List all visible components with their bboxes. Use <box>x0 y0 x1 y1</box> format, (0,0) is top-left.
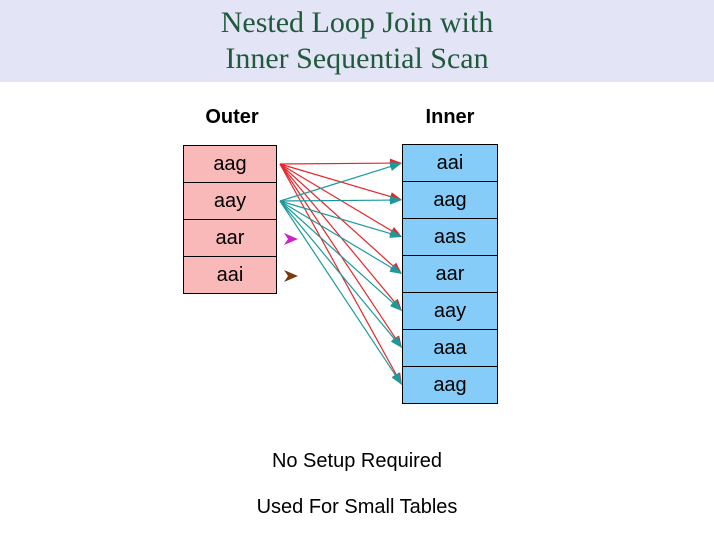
arrow-outer-1-to-inner-4 <box>279 163 395 268</box>
title-banner: Nested Loop Join with Inner Sequential S… <box>0 0 714 82</box>
arrow-outer-2-to-inner-7-head <box>391 372 402 385</box>
arrow-outer-2-to-inner-3-head <box>389 229 402 238</box>
outer-row-3: aar <box>183 219 277 257</box>
arrow-outer-1-to-inner-2 <box>279 163 393 198</box>
arrow-outer-2-to-inner-3 <box>279 200 393 235</box>
arrow-outer-2-to-inner-5 <box>279 200 395 305</box>
outer-row-4: aai <box>183 256 277 294</box>
arrow-outer-1-to-inner-3 <box>279 163 394 233</box>
arrow-outer-2-to-inner-2-head <box>389 195 402 205</box>
pending-arrow-outer-3 <box>284 233 298 245</box>
arrow-outer-1-to-inner-6 <box>279 163 397 340</box>
inner-row-2: aag <box>402 181 498 219</box>
inner-row-7: aag <box>402 366 498 404</box>
footer-note-setup: No Setup Required <box>271 450 443 472</box>
arrow-outer-2-to-inner-4-head <box>389 263 402 274</box>
outer-table-heading: Outer <box>205 106 259 128</box>
arrow-outer-2-to-inner-1 <box>279 165 393 202</box>
arrow-outer-2-to-inner-2 <box>279 199 393 202</box>
arrow-outer-1-to-inner-1 <box>279 162 393 165</box>
inner-row-4: aar <box>402 255 498 293</box>
outer-row-2: aay <box>183 182 277 220</box>
slide-title-line-2: Inner Sequential Scan <box>225 42 489 75</box>
arrow-outer-2-to-inner-6 <box>279 200 397 341</box>
arrow-outer-2-to-inner-5-head <box>390 299 402 311</box>
arrow-outer-1-to-inner-5 <box>279 163 397 304</box>
pending-arrow-outer-4 <box>284 270 298 282</box>
arrow-outer-2-to-inner-6-head <box>390 335 402 348</box>
inner-row-1: aai <box>402 144 498 182</box>
outer-row-1: aag <box>183 145 277 183</box>
arrow-outer-2-to-inner-4 <box>279 200 394 270</box>
footer-note-usage: Used For Small Tables <box>256 496 458 518</box>
arrow-outer-2-to-inner-7 <box>279 200 397 377</box>
arrow-outer-1-to-inner-7 <box>279 163 398 377</box>
inner-table-heading: Inner <box>425 106 475 128</box>
arrow-outer-2-to-inner-1-head <box>389 162 402 171</box>
slide-title-line-1: Nested Loop Join with <box>220 6 494 39</box>
